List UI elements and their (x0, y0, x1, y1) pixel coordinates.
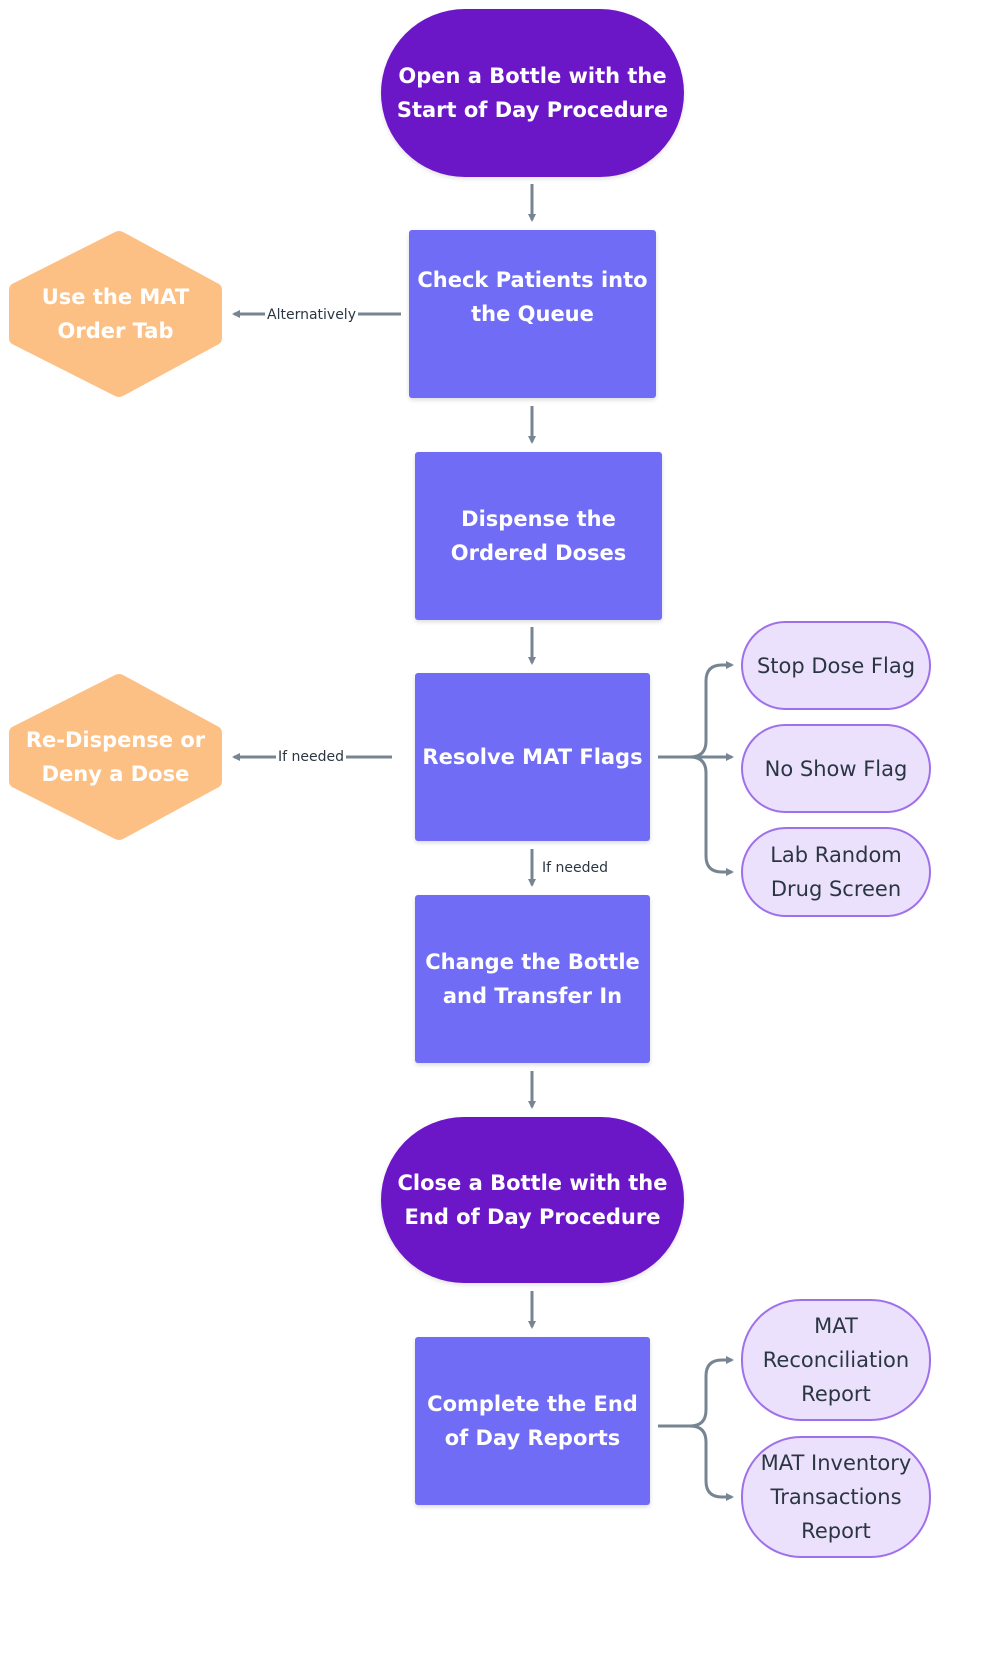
change-bottle-process-node[interactable]: Change the Bottle and Transfer In (415, 895, 650, 1063)
edge-label-if-needed-change-bottle: If needed (540, 859, 610, 877)
node-label: Close a Bottle with the End of Day Proce… (397, 1171, 668, 1229)
edge-eod-to-mat-inventory (689, 1424, 734, 1501)
check-in-process-node[interactable]: Check Patients into the Queue (409, 230, 656, 398)
hexagon-shape (9, 674, 222, 840)
node-label: MAT Reconciliation Report (762, 1314, 910, 1406)
node-label: Dispense the Ordered Doses (450, 507, 627, 565)
mat-reconciliation-report-node[interactable]: MAT Reconciliation Report (741, 1299, 931, 1421)
node-label: Check Patients into the Queue (417, 268, 648, 326)
node-label: Complete the End of Day Reports (427, 1392, 638, 1450)
close-terminal-node[interactable]: Close a Bottle with the End of Day Proce… (381, 1117, 684, 1283)
node-label: Lab Random Drug Screen (770, 843, 902, 901)
node-label: MAT Inventory Transactions Report (760, 1451, 912, 1543)
edge-label-if-needed-redispense: If needed (276, 748, 346, 766)
edge-resolve-to-stop-dose (658, 661, 734, 759)
lab-random-drug-screen-node[interactable]: Lab Random Drug Screen (741, 827, 931, 917)
no-show-flag-node[interactable]: No Show Flag (741, 724, 931, 813)
edge-label-alternatively: Alternatively (265, 306, 358, 324)
redispense-hexagon-node[interactable]: Re-Dispense or Deny a Dose (9, 673, 222, 841)
eod-reports-process-node[interactable]: Complete the End of Day Reports (415, 1337, 650, 1505)
node-label: Re-Dispense or Deny a Dose (25, 728, 206, 786)
edge-resolve-to-lab-random (689, 755, 734, 876)
start-terminal-node[interactable]: Open a Bottle with the Start of Day Proc… (381, 9, 684, 177)
mat-order-tab-hexagon-node[interactable]: Use the MAT Order Tab (9, 230, 222, 398)
node-label: Resolve MAT Flags (422, 745, 643, 769)
mat-inventory-transactions-report-node[interactable]: MAT Inventory Transactions Report (741, 1436, 931, 1558)
node-label: Stop Dose Flag (756, 653, 916, 678)
resolve-flags-process-node[interactable]: Resolve MAT Flags (415, 673, 650, 841)
node-label: Open a Bottle with the Start of Day Proc… (396, 64, 669, 122)
node-label: Use the MAT Order Tab (41, 285, 190, 343)
hexagon-shape (9, 231, 222, 397)
dispense-process-node[interactable]: Dispense the Ordered Doses (415, 452, 662, 620)
node-label: No Show Flag (764, 756, 908, 781)
node-label: Change the Bottle and Transfer In (425, 950, 640, 1008)
edge-eod-to-mat-recon (658, 1356, 734, 1428)
stop-dose-flag-node[interactable]: Stop Dose Flag (741, 621, 931, 710)
